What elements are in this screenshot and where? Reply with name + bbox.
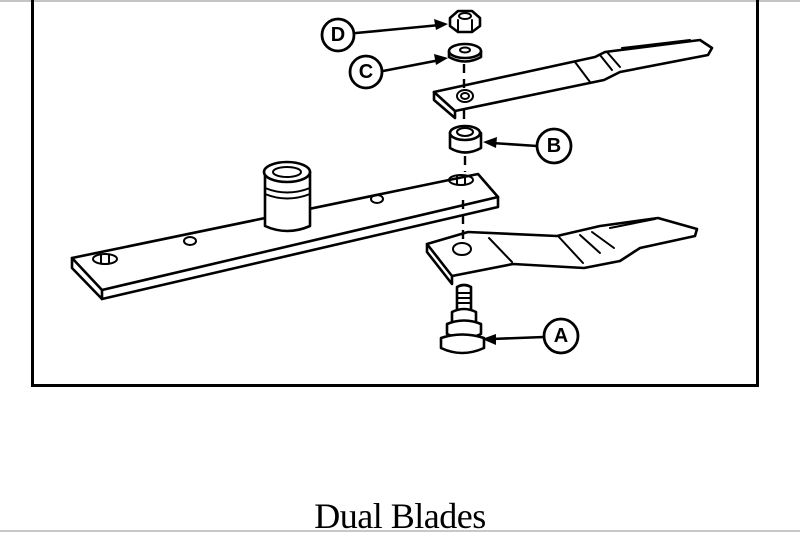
callout-label-b: B: [547, 135, 561, 157]
figure-frame: [31, 0, 759, 387]
arrowhead-icon: [482, 334, 496, 345]
page-bottom-rule: [0, 530, 800, 532]
figure-caption: Dual Blades: [314, 496, 486, 536]
lower-blade: [425, 216, 699, 286]
page-top-rule: [0, 0, 800, 2]
callout-label-c: C: [359, 61, 373, 83]
callout-d: D: [320, 17, 448, 53]
upper-blade: [432, 38, 714, 120]
callout-b: B: [483, 127, 573, 165]
spacer: [448, 124, 483, 154]
callout-label-a: A: [554, 325, 568, 347]
arrowhead-icon: [434, 54, 448, 65]
arrowhead-icon: [483, 137, 497, 148]
callout-label-d: D: [331, 24, 345, 46]
washer: [447, 42, 483, 63]
hex-nut: [448, 9, 482, 34]
arrowhead-icon: [434, 19, 448, 30]
spindle-hub: [262, 160, 312, 233]
callout-a: A: [482, 317, 580, 355]
callout-c: C: [348, 54, 448, 90]
blade-bolt: [439, 283, 486, 355]
